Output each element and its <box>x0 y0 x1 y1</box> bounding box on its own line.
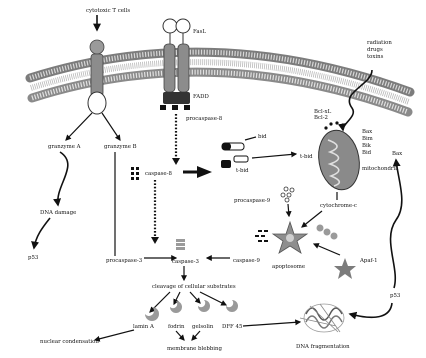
label-apoptosome: apoptosome <box>272 264 305 270</box>
label-mitochondria: mitochondria <box>362 166 399 172</box>
label-fadd: FADD <box>193 94 209 100</box>
dna-fragmentation-icon <box>300 304 344 332</box>
arrow-to-dff45 <box>200 292 226 305</box>
label-caspase-8: caspase-8 <box>145 171 172 177</box>
arrow-to-gelsolin <box>190 292 200 303</box>
label-bax-right: Bax <box>392 151 402 157</box>
label-p53-left: p53 <box>28 255 39 261</box>
arrow-to-nuclear <box>95 330 134 340</box>
label-procaspase-8: procaspase-8 <box>186 116 223 122</box>
label-procaspase-9: procaspase-9 <box>234 198 271 204</box>
cell-membrane <box>30 52 410 112</box>
label-t-bid-left: t-bid <box>236 168 249 174</box>
label-caspase-3: caspase-3 <box>172 259 199 265</box>
arrow-procaspase-9 <box>288 204 289 216</box>
fas-receptor <box>160 19 190 110</box>
label-cleavage: cleavage of cellular substrates <box>152 284 236 290</box>
caspase-9-icon <box>255 230 268 242</box>
caspase-8-icon <box>131 167 139 180</box>
procaspase-9-icon <box>281 187 294 202</box>
caspase-3-icon <box>176 239 185 250</box>
arrow-t-bid-to-mito <box>252 154 296 158</box>
arrow-granzyme-a <box>66 113 92 140</box>
arrow-p53-to-bax <box>391 160 402 288</box>
label-dna-damage: DNA damage <box>40 210 76 216</box>
perforin-channel <box>88 40 106 114</box>
label-p53-right: p53 <box>390 293 401 299</box>
arrowhead-caspase-8 <box>172 158 180 165</box>
label-dna-frag: DNA fragmentation <box>296 344 350 350</box>
label-granzyme-a: granzyme A <box>48 144 81 150</box>
label-bid: bid <box>258 134 267 140</box>
label-apaf-1: Apaf-1 <box>359 258 378 264</box>
label-fasl: FasL <box>193 29 206 35</box>
label-gelsolin: gelsolin <box>192 324 214 330</box>
arrow-caspase-8-to-bid <box>197 166 212 178</box>
t-bid-icon <box>221 156 248 168</box>
label-lamin: lamin A <box>133 324 154 330</box>
label-cytotoxic-t-cells: cytotoxic T cells <box>86 8 130 14</box>
cytochrome-c-icon <box>317 225 338 240</box>
label-t-bid-right: t-bid <box>300 154 313 160</box>
label-granzyme-b: granzyme B <box>104 144 137 150</box>
label-nuclear: nuclear condensation <box>40 339 99 345</box>
arrow-to-dna-damage <box>58 152 68 205</box>
mitochondria-icon <box>314 121 364 193</box>
line-bid-label <box>245 137 256 140</box>
label-procaspase-3: procaspase-3 <box>106 258 143 264</box>
arrow-to-lamin <box>150 292 170 312</box>
arrow-cyt-c-to-apoptosome <box>302 211 322 227</box>
arrow-apaf1-to-apoptosome <box>314 244 340 255</box>
arrow-to-dna-frag <box>243 322 300 326</box>
arrowhead-to-caspase-3 <box>151 237 159 244</box>
arrow-p53-to-dna <box>350 303 392 317</box>
label-membrane: membrane blebbing <box>167 346 222 352</box>
label-caspase-9: caspase-9 <box>233 258 260 264</box>
arrow-to-p53-left <box>34 218 50 248</box>
arrow-granzyme-b <box>102 113 120 140</box>
label-fodrin: fodrin <box>168 324 185 330</box>
arrow-fodrin-membrane <box>176 331 184 340</box>
arrow-gelsolin-membrane <box>192 331 200 340</box>
label-cytochrome-c: cytochrome-c <box>320 203 357 209</box>
bid-icon <box>222 143 244 150</box>
apaf-1-icon <box>334 258 356 279</box>
label-dff45: DFF 45 <box>222 324 243 330</box>
